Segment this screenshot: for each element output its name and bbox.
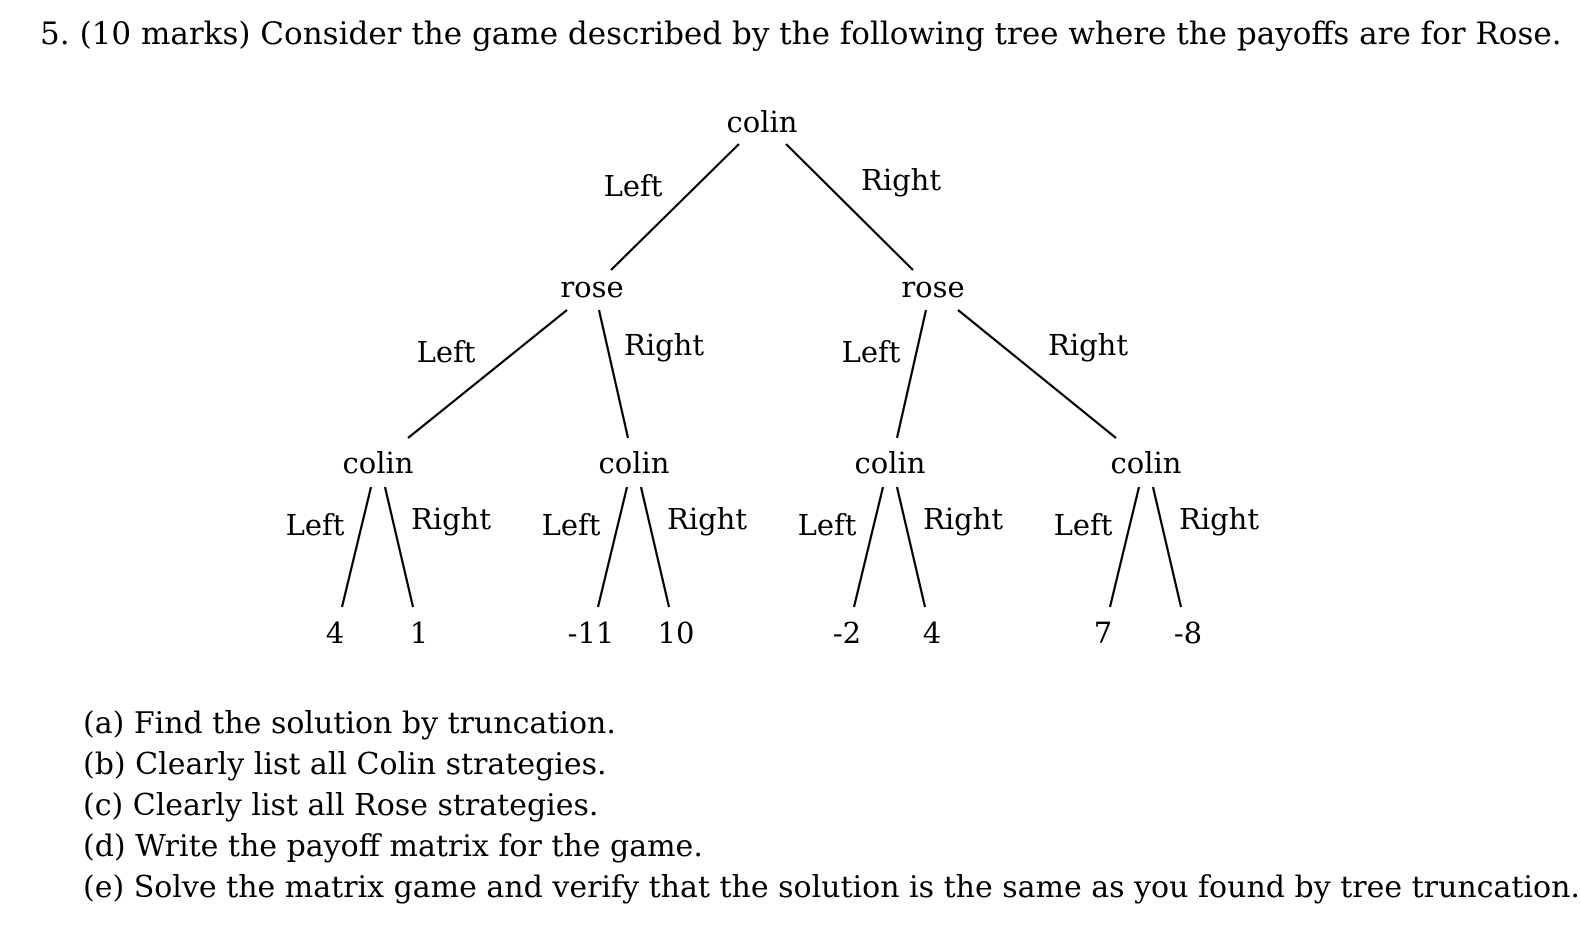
colin-ll-left-edge [340, 486, 373, 608]
rose-left-left-label: Left [417, 335, 476, 369]
payoff-rl-right: 4 [923, 616, 941, 650]
colin-ll-left-label: Left [286, 508, 345, 542]
colin-rl-right-label: Right [923, 502, 1003, 536]
root-right-edge [785, 143, 914, 271]
colin-lr-node-label: colin [599, 446, 670, 480]
rose-right-node-label: rose [901, 270, 964, 304]
colin-ll-right-edge [383, 486, 415, 608]
colin-lr-right-label: Right [667, 502, 747, 536]
payoff-ll-left: 4 [326, 616, 344, 650]
root-left-edge [610, 143, 740, 271]
colin-rr-left-label: Left [1054, 508, 1113, 542]
question-e: (e) Solve the matrix game and verify tha… [83, 870, 1580, 905]
colin-ll-right-label: Right [411, 502, 491, 536]
game-tree-diagram: colin Left Right rose Left Right rose Le… [286, 105, 1260, 650]
colin-ll-node-label: colin [343, 446, 414, 480]
root-left-label: Left [604, 169, 663, 203]
colin-rr-right-label: Right [1179, 502, 1259, 536]
root-node-label: colin [727, 105, 798, 139]
colin-rr-node-label: colin [1111, 446, 1182, 480]
payoff-rl-left: -2 [833, 616, 861, 650]
payoff-ll-right: 1 [410, 616, 428, 650]
root-right-label: Right [861, 163, 941, 197]
problem-text: (10 marks) Consider the game described b… [79, 16, 1562, 52]
colin-lr-left-label: Left [542, 508, 601, 542]
rose-right-right-label: Right [1048, 328, 1128, 362]
problem-heading: 5.(10 marks) Consider the game described… [40, 16, 1562, 52]
rose-left-node-label: rose [560, 270, 623, 304]
rose-left-right-edge [597, 309, 630, 439]
payoff-lr-left: -11 [568, 616, 615, 650]
question-d: (d) Write the payoff matrix for the game… [83, 829, 703, 864]
colin-rl-left-label: Left [798, 508, 857, 542]
colin-rl-right-edge [895, 486, 927, 608]
payoff-lr-right: 10 [658, 616, 695, 650]
rose-left-left-edge [407, 309, 568, 439]
rose-left-right-label: Right [624, 328, 704, 362]
rose-right-left-edge [895, 309, 928, 439]
problem-number: 5. [40, 16, 70, 52]
colin-rl-left-edge [852, 486, 885, 608]
rose-right-left-label: Left [842, 335, 901, 369]
question-list: (a) Find the solution by truncation. (b)… [83, 703, 1580, 908]
payoff-rr-right: -8 [1174, 616, 1202, 650]
colin-rl-node-label: colin [855, 446, 926, 480]
question-c: (c) Clearly list all Rose strategies. [83, 788, 599, 823]
colin-rr-left-edge [1108, 486, 1141, 608]
rose-right-right-edge [957, 309, 1117, 439]
colin-lr-right-edge [639, 486, 671, 608]
payoff-rr-left: 7 [1094, 616, 1112, 650]
question-b: (b) Clearly list all Colin strategies. [83, 747, 607, 782]
question-a: (a) Find the solution by truncation. [83, 706, 616, 741]
colin-rr-right-edge [1151, 486, 1183, 608]
colin-lr-left-edge [596, 486, 629, 608]
